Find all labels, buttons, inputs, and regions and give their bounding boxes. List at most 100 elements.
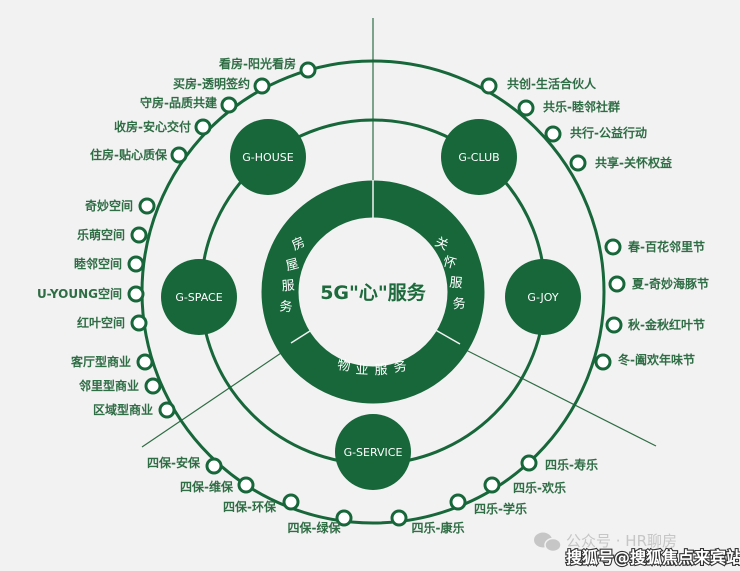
ring-node [158,401,176,419]
ring-node [138,197,156,215]
donut-divider [290,323,322,344]
segment-char-property: 业 [355,363,369,379]
hub-g-service: G-SERVICE [335,414,411,490]
ring-item-label: 共乐-睦邻社群 [543,99,620,114]
hub-g-house: G-HOUSE [230,119,306,195]
ring-item-label: 四保-维保 [180,479,234,494]
ring-item: 四乐-学乐 [449,493,527,516]
ring-item-label: 住房-贴心质保 [90,147,168,162]
ring-node [194,118,212,136]
ring-item: 客厅型商业 [70,353,154,371]
donut-divider [424,323,461,345]
ring-node [449,493,467,511]
ring-node [480,77,498,95]
ring-node [604,238,622,256]
ring-item: 睦邻空间 [74,255,145,273]
ring-item: 奇妙空间 [85,197,156,215]
ring-node [237,476,255,494]
ring-item: 区域型商业 [93,401,176,419]
ring-node [127,285,145,303]
ring-item: 四保-绿保 [288,509,353,535]
segment-char-care: 关 [432,235,450,254]
ring-item-label: 红叶空间 [77,315,125,330]
segment-char-house: 服 [281,278,295,294]
ring-item: 乐萌空间 [77,226,148,244]
ring-node [127,255,145,273]
ring-item-label: 春-百花邻里节 [627,239,705,254]
ring-item: 买房-透明签约 [173,76,271,95]
ring-item-label: 四乐-学乐 [474,501,527,516]
hub-label: G-JOY [527,291,558,304]
ring-node [520,454,538,472]
ring-node [170,146,188,164]
divider-line-right [459,346,657,447]
ring-item: 共创-生活合伙人 [480,76,597,95]
ring-item-label: 邻里型商业 [78,378,139,393]
hub-label: G-SPACE [175,291,222,304]
ring-item-label: 共创-生活合伙人 [507,76,597,91]
ring-node [299,61,317,79]
ring-item: 夏-奇妙海豚节 [608,275,709,293]
ring-item-label: 客厅型商业 [70,354,131,369]
ring-node [130,314,148,332]
ring-item-label: 守房-品质共建 [140,95,218,110]
ring-node [594,353,612,371]
segment-char-house: 务 [279,298,293,315]
ring-item-label: 睦邻空间 [74,256,122,271]
hub-g-club: G-CLUB [441,119,517,195]
ring-item: 红叶空间 [77,314,148,332]
ring-node [205,457,223,475]
ring-item-label: 共享-关怀权益 [595,155,672,170]
ring-item: U-YOUNG空间 [37,285,145,303]
ring-item-label: 冬-阖欢年味节 [618,352,695,367]
ring-item: 守房-品质共建 [140,95,238,114]
ring-item-label: 买房-透明签约 [173,76,250,91]
ring-item: 四乐-寿乐 [520,454,598,472]
ring-item-label: 四乐-寿乐 [545,457,598,472]
divider-line-left [141,348,288,448]
segment-char-house: 屋 [284,257,300,275]
ring-item-label: 奇妙空间 [85,198,133,213]
ring-item-label: 乐萌空间 [77,227,125,242]
segment-char-care: 服 [449,275,463,291]
ring-node [517,99,535,117]
ring-item: 秋-金秋红叶节 [605,316,705,334]
segment-char-care: 务 [452,295,466,312]
ring-item: 收房-安心交付 [114,118,212,136]
segment-char-house: 房 [289,234,308,254]
segment-char-property: 物 [336,358,351,375]
segment-char-property: 服 [374,363,388,379]
ring-item-label: 看房-阳光看房 [219,56,296,71]
ring-node [253,77,271,95]
ring-item-label: 共行-公益行动 [570,125,647,140]
hub-label: G-SERVICE [344,446,403,459]
ring-item-label: 四乐-欢乐 [513,480,566,495]
ring-item: 四保-安保 [147,455,223,475]
ring-item: 冬-阖欢年味节 [594,352,695,371]
ring-node [608,275,626,293]
ring-item: 四保-维保 [180,476,255,494]
ring-item-label: 区域型商业 [93,402,153,417]
hub-label: G-HOUSE [242,151,293,164]
ring-item-label: 四保-安保 [147,455,201,470]
ring-item: 住房-贴心质保 [90,146,188,164]
ring-node [483,476,501,494]
ring-item-label: 夏-奇妙海豚节 [632,276,709,291]
hub-g-space: G-SPACE [161,259,237,335]
ring-item: 共乐-睦邻社群 [517,99,620,117]
ring-item: 春-百花邻里节 [604,238,705,256]
ring-item-label: 四乐-康乐 [412,520,465,535]
ring-node [544,125,562,143]
ring-node [136,353,154,371]
ring-item: 四乐-欢乐 [483,476,566,495]
wechat-icon [534,532,562,553]
ring-item: 共行-公益行动 [544,125,647,143]
ring-node [569,154,587,172]
ring-item-label: 四保-绿保 [288,520,342,535]
ring-item: 四保-环保 [223,493,300,514]
ring-item: 邻里型商业 [78,377,162,395]
ring-item-label: 收房-安心交付 [114,119,191,134]
hub-g-joy: G-JOY [505,259,581,335]
ring-node [282,493,300,511]
